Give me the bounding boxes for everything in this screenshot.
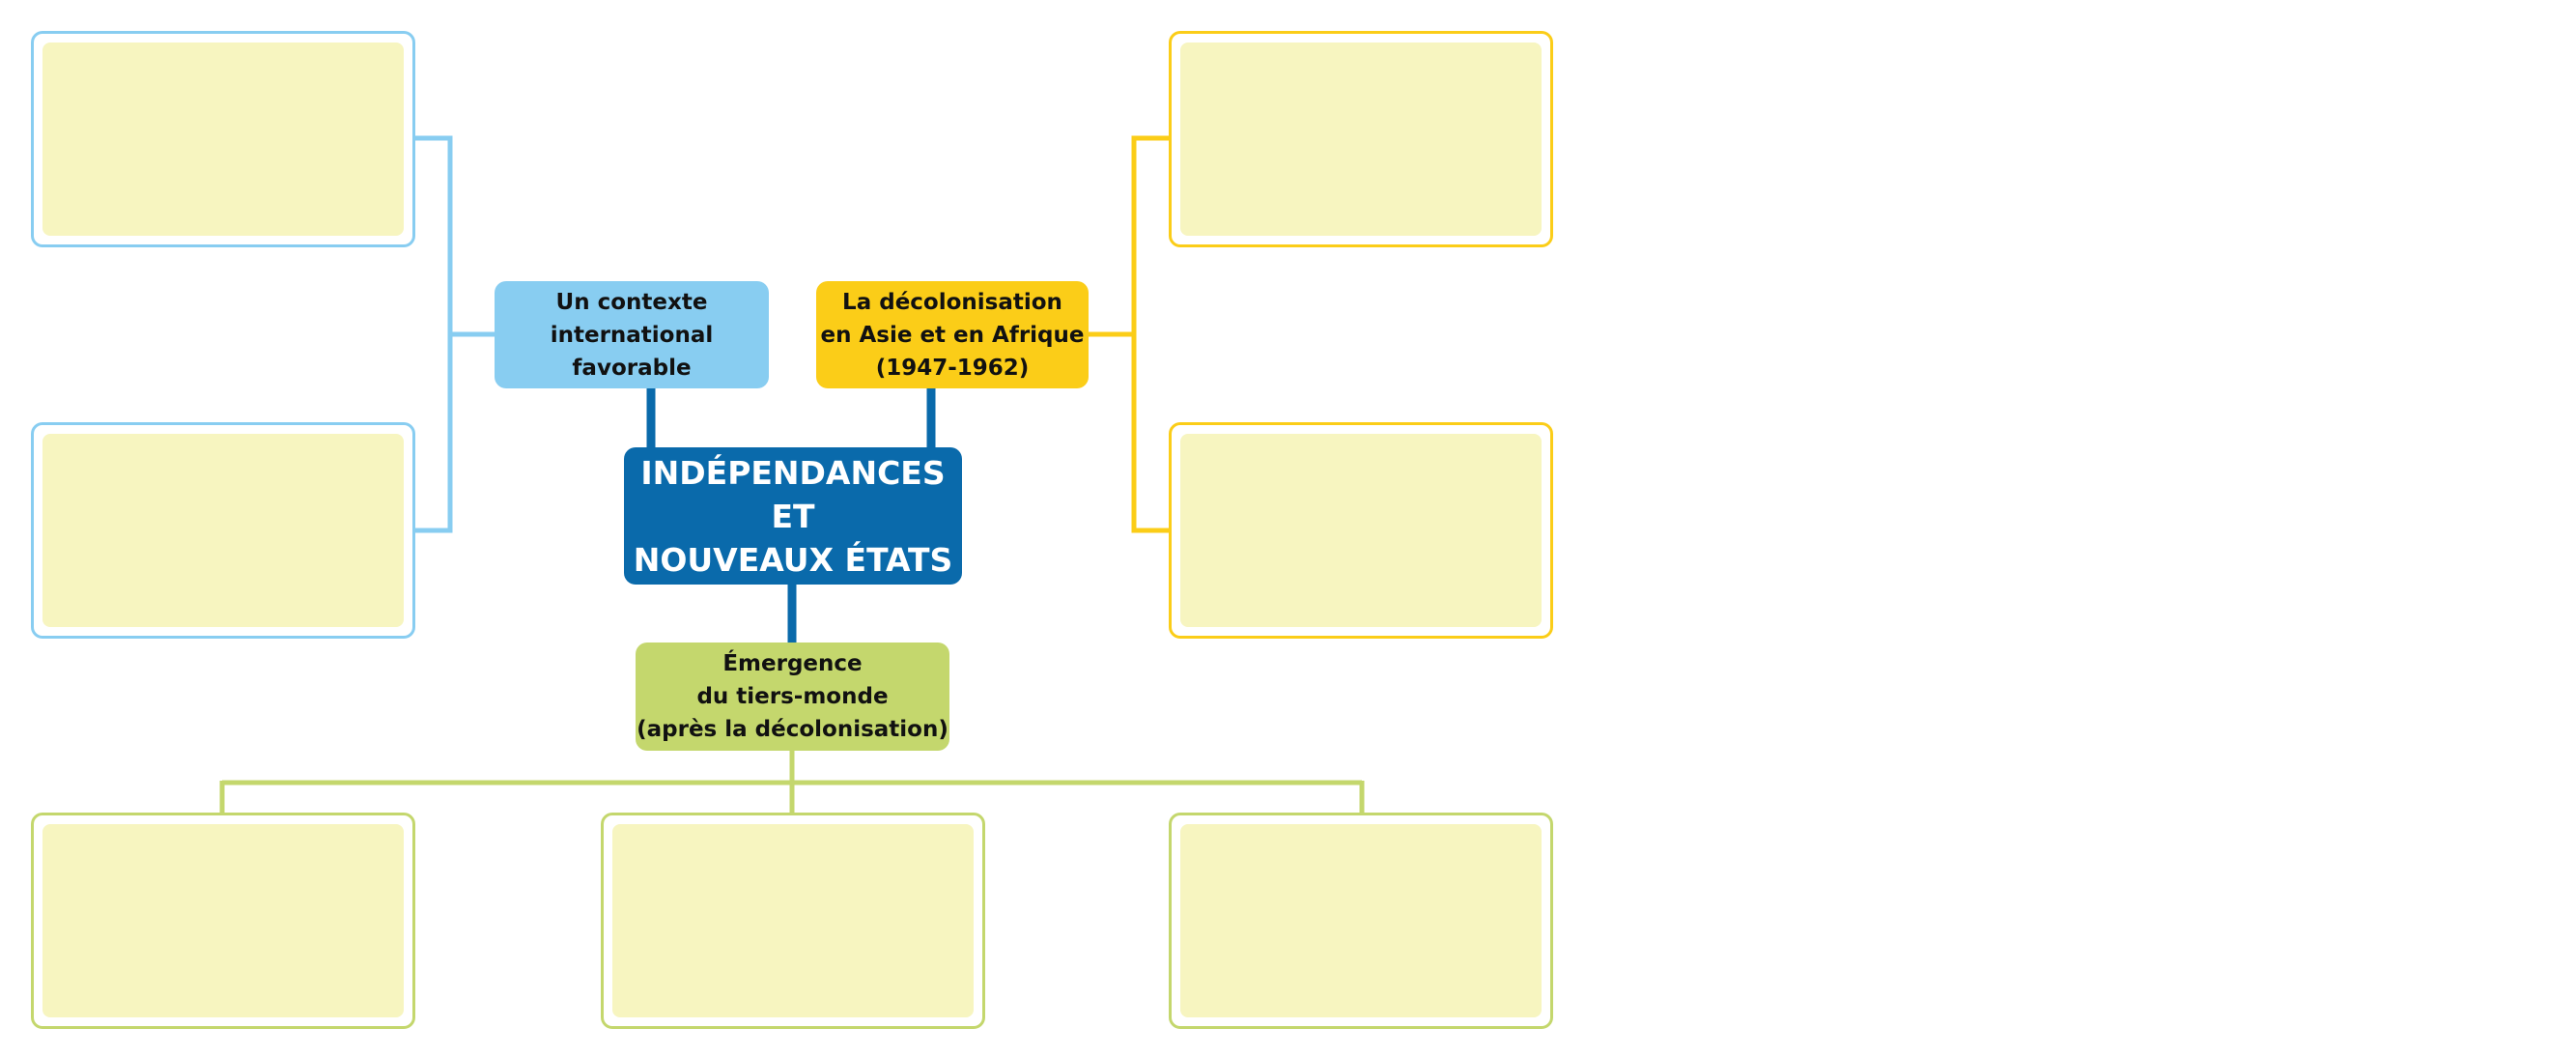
blank-box-decolonisation-2[interactable] bbox=[1169, 422, 1553, 639]
label-line: ET bbox=[771, 497, 815, 535]
label-line: La décolonisation bbox=[842, 289, 1062, 315]
branch-node-decolonisation: La décolonisation en Asie et en Afrique … bbox=[816, 281, 1089, 388]
label-line: (après la décolonisation) bbox=[637, 717, 948, 742]
blank-box-third-world-1[interactable] bbox=[31, 813, 415, 1029]
branch-node-third-world-label: Émergence du tiers-monde (après la décol… bbox=[637, 647, 948, 746]
blank-box-fill bbox=[1180, 43, 1542, 236]
label-line: international bbox=[550, 322, 714, 348]
connector-context-bracket bbox=[415, 135, 453, 533]
blank-box-third-world-3[interactable] bbox=[1169, 813, 1553, 1029]
blank-box-context-2[interactable] bbox=[31, 422, 415, 639]
blank-box-fill bbox=[1180, 824, 1542, 1017]
blank-box-fill bbox=[42, 824, 404, 1017]
label-line: INDÉPENDANCES bbox=[640, 453, 946, 492]
label-line: en Asie et en Afrique bbox=[820, 322, 1085, 348]
blank-box-fill bbox=[42, 434, 404, 627]
label-line: favorable bbox=[572, 355, 692, 381]
label-line: (1947-1962) bbox=[875, 355, 1030, 381]
branch-node-context: Un contexte international favorable bbox=[495, 281, 769, 388]
branch-node-context-label: Un contexte international favorable bbox=[551, 286, 714, 385]
label-line: Émergence bbox=[722, 651, 863, 676]
label-line: NOUVEAUX ÉTATS bbox=[633, 540, 953, 579]
branch-node-third-world: Émergence du tiers-monde (après la décol… bbox=[636, 643, 949, 751]
blank-box-fill bbox=[1180, 434, 1542, 627]
blank-box-fill bbox=[612, 824, 974, 1017]
label-line: Un contexte bbox=[555, 289, 708, 315]
blank-box-context-1[interactable] bbox=[31, 31, 415, 247]
branch-node-decolonisation-label: La décolonisation en Asie et en Afrique … bbox=[820, 286, 1084, 385]
blank-box-decolonisation-1[interactable] bbox=[1169, 31, 1553, 247]
center-node: INDÉPENDANCES ET NOUVEAUX ÉTATS bbox=[624, 447, 962, 585]
label-line: du tiers-monde bbox=[696, 684, 889, 709]
connector-decolonisation-bracket bbox=[1131, 135, 1171, 533]
blank-box-third-world-2[interactable] bbox=[601, 813, 985, 1029]
center-node-label: INDÉPENDANCES ET NOUVEAUX ÉTATS bbox=[634, 451, 953, 582]
blank-box-fill bbox=[42, 43, 404, 236]
